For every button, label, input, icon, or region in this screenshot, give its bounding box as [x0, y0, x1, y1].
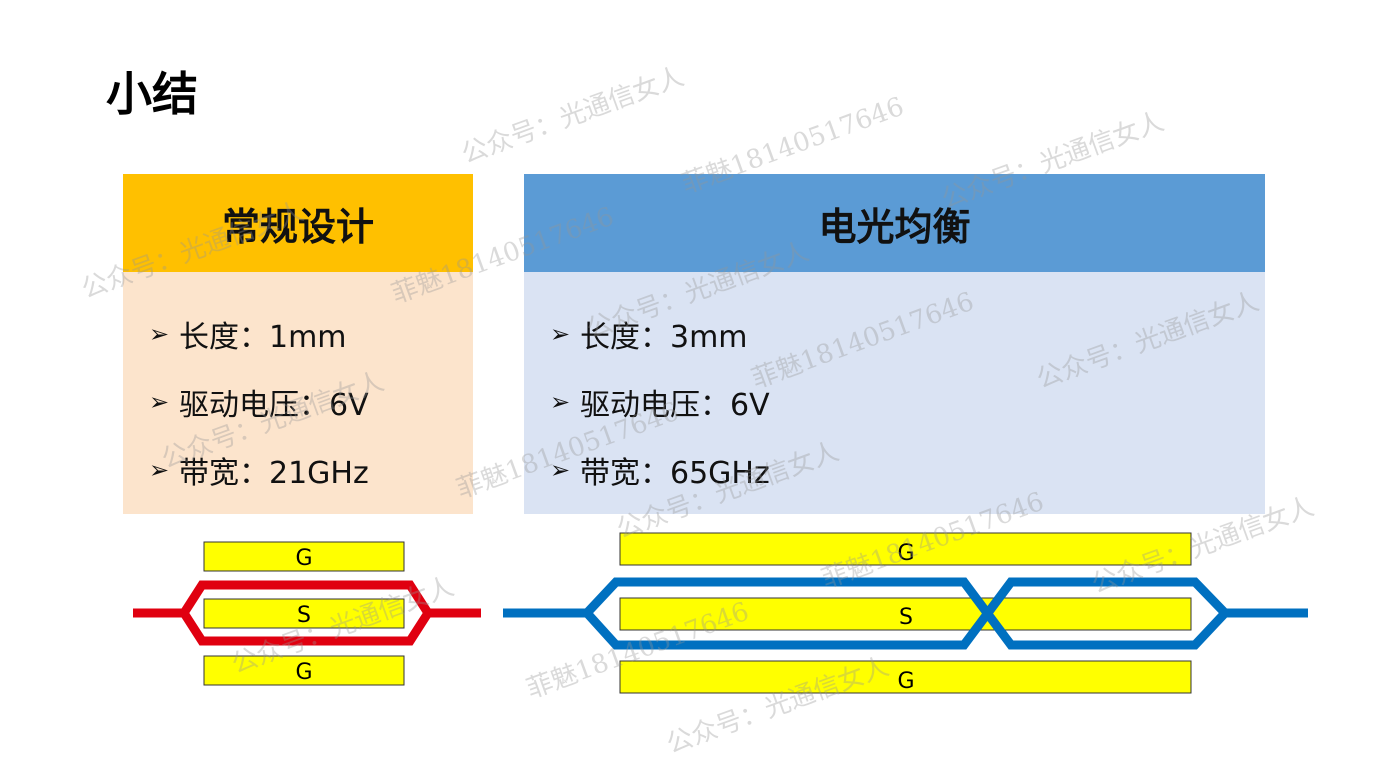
item-text: 长度：3mm [580, 320, 748, 355]
conventional-modulator: G S G [133, 541, 481, 686]
item-text: 长度：1mm [179, 320, 347, 355]
ground-electrode [203, 655, 405, 686]
list-item: ➢ 带宽：65GHz [524, 436, 1265, 504]
eo-equalization-header: 电光均衡 [524, 174, 1265, 272]
equalized-modulator: G S G [503, 532, 1308, 694]
arrow-bullet-icon: ➢ [149, 388, 170, 416]
mz-waveguide-crossed [503, 577, 1308, 650]
conventional-design-header: 常规设计 [123, 174, 473, 272]
conventional-design-box: 常规设计 ➢ 长度：1mm ➢ 驱动电压：6V ➢ 带宽：21GHz [123, 174, 473, 514]
list-item: ➢ 带宽：21GHz [123, 436, 473, 504]
item-text: 驱动电压：6V [580, 388, 770, 423]
item-text: 驱动电压：6V [179, 388, 369, 423]
arrow-bullet-icon: ➢ [550, 388, 571, 416]
slide-title: 小结 [106, 67, 198, 121]
arrow-bullet-icon: ➢ [550, 320, 571, 348]
arrow-bullet-icon: ➢ [149, 456, 170, 484]
mz-waveguide [133, 580, 481, 646]
list-item: ➢ 驱动电压：6V [123, 368, 473, 436]
item-text: 带宽：65GHz [580, 456, 770, 491]
signal-electrode [203, 598, 405, 629]
ground-label: G [295, 660, 312, 685]
list-item: ➢ 长度：1mm [123, 300, 473, 368]
arrow-bullet-icon: ➢ [550, 456, 571, 484]
signal-label: S [297, 603, 311, 628]
ground-electrode [619, 660, 1192, 694]
ground-label: G [897, 669, 914, 694]
item-text: 带宽：21GHz [179, 456, 369, 491]
ground-electrode [203, 541, 405, 572]
signal-label: S [899, 605, 913, 630]
ground-electrode [619, 532, 1192, 566]
list-item: ➢ 驱动电压：6V [524, 368, 1265, 436]
arrow-bullet-icon: ➢ [149, 320, 170, 348]
ground-label: G [295, 546, 312, 571]
ground-label: G [897, 541, 914, 566]
signal-electrode [619, 597, 1192, 631]
list-item: ➢ 长度：3mm [524, 300, 1265, 368]
eo-equalization-box: 电光均衡 ➢ 长度：3mm ➢ 驱动电压：6V ➢ 带宽：65GHz [524, 174, 1265, 514]
